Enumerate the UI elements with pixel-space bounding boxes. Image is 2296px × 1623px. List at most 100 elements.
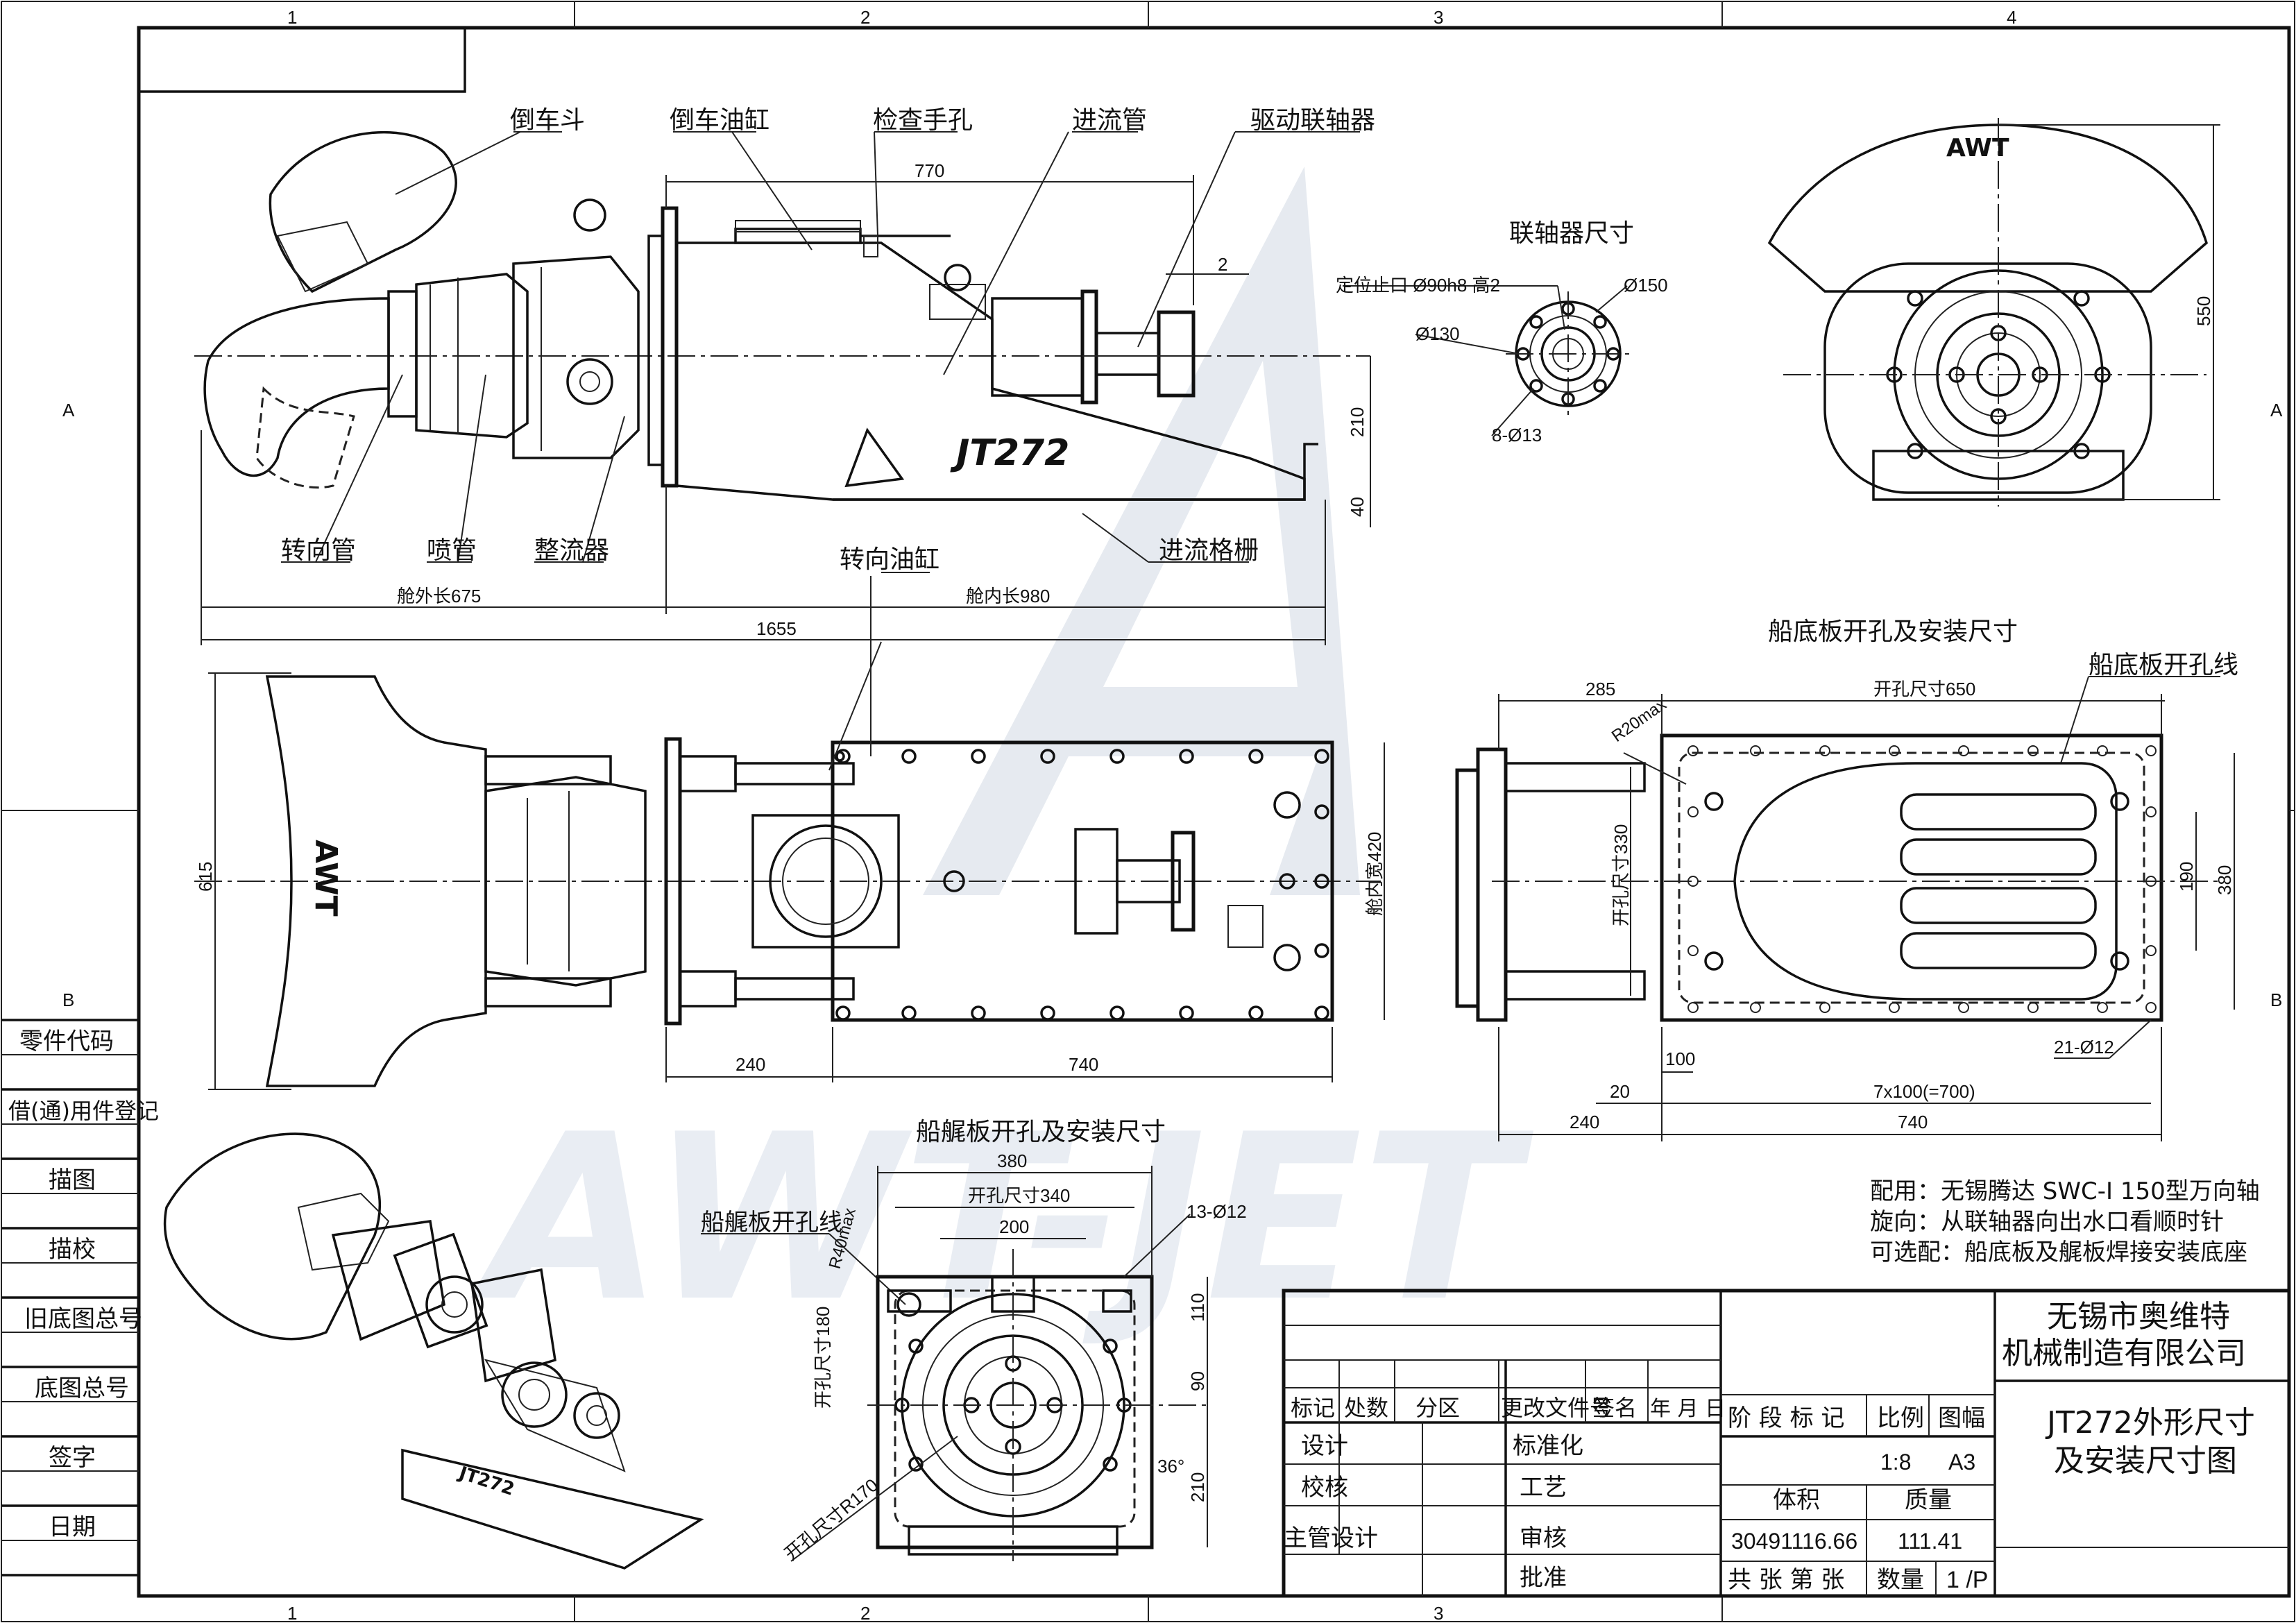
dim-90: 90	[1187, 1371, 1208, 1391]
panel-part-code: 零件代码	[19, 1028, 114, 1055]
dim-cutout-330: 开孔尺寸330	[1610, 824, 1631, 926]
plan-view: AWT 转向油缸 615	[194, 545, 1385, 1090]
label-volume: 体积	[1773, 1486, 1820, 1514]
transom-title: 船艉板开孔及安装尺寸	[916, 1118, 1166, 1146]
side-register-panel: 零件代码 借(通)用件登记 描图 描校 旧底图总号 底图总号 签字 日期	[1, 1019, 159, 1577]
dim-spigot-90: 定位止口 Ø90h8 高2	[1336, 275, 1500, 296]
dim-7x100: 7x100(=700)	[1873, 1081, 1975, 1102]
panel-base-total: 底图总号	[35, 1375, 129, 1402]
zone-label-4: 4	[2007, 7, 2016, 28]
bottom-plate-cutout-view: 船底板开孔及安装尺寸 船底板开孔线 285 开孔尺寸650 R20max	[1455, 618, 2238, 1141]
hdr-count: 处数	[1344, 1395, 1388, 1421]
dim-100: 100	[1665, 1048, 1695, 1069]
bottom-plate-outline	[1660, 733, 2163, 1022]
label-stage: 阶 段 标 记	[1728, 1404, 1844, 1432]
dim-210-transom: 210	[1187, 1472, 1208, 1502]
dim-outboard-675: 舱外长675	[397, 586, 481, 606]
label-steering-cylinder: 转向油缸	[840, 545, 939, 574]
awt-mark-front: AWT	[1946, 134, 2009, 162]
dim-615: 615	[195, 862, 216, 892]
hdr-signature: 签名	[1592, 1395, 1637, 1421]
label-reversing-bucket: 倒车斗	[510, 106, 585, 135]
awt-mark-plan: AWT	[308, 840, 343, 917]
isometric-base-plate	[401, 1448, 704, 1570]
zone-label-1-bottom: 1	[287, 1603, 297, 1623]
plate-bolt-holes	[835, 749, 1329, 1021]
steering-tube-body	[203, 297, 390, 477]
dim-cutout-180: 开孔尺寸180	[813, 1307, 833, 1409]
label-stator: 整流器	[534, 536, 609, 565]
title-block: 标记 处数 分区 更改文件号 签名 年 月 日 设计 校核 主管设计 标准化 工…	[1282, 1289, 2291, 1598]
dim-inboard-width-420: 舱内宽420	[1364, 832, 1385, 916]
dim-200: 200	[999, 1216, 1029, 1237]
dim-240-bottom: 240	[1570, 1112, 1599, 1132]
bottom-plate-cut-line	[1678, 751, 2145, 1004]
steering-cylinder-plan	[734, 762, 855, 785]
dim-550: 550	[2193, 296, 2214, 326]
dim-36-deg: 36°	[1157, 1456, 1184, 1477]
role-lead-design: 主管设计	[1284, 1524, 1378, 1552]
label-transom-line: 船艉板开孔线	[701, 1209, 842, 1237]
dim-770: 770	[915, 160, 944, 181]
reverse-cylinder-side	[734, 228, 862, 244]
company-name-line-1: 无锡市奥维特	[2047, 1299, 2230, 1334]
zone-label-b-right: B	[2270, 989, 2282, 1010]
role-check: 校核	[1301, 1474, 1348, 1502]
drawing-title-line-1: JT272外形尺寸	[2045, 1405, 2255, 1441]
value-page: 1 /P	[1946, 1567, 1988, 1593]
dim-285: 285	[1585, 679, 1615, 699]
drawing-title-line-2: 及安装尺寸图	[2054, 1443, 2237, 1479]
label-steering-tube: 转向管	[281, 536, 356, 565]
label-sheet-size: 图幅	[1938, 1404, 1985, 1432]
dim-740-bottom: 740	[1898, 1112, 1928, 1132]
role-review: 审核	[1520, 1524, 1567, 1552]
dim-240-plan: 240	[735, 1054, 765, 1075]
label-scale: 比例	[1877, 1404, 1924, 1432]
hdr-zone: 分区	[1415, 1395, 1460, 1421]
label-mass: 质量	[1905, 1486, 1952, 1514]
label-inspection-port: 检查手孔	[873, 106, 973, 135]
hdr-mark: 标记	[1291, 1395, 1335, 1421]
label-quantity: 数量	[1877, 1566, 1924, 1594]
value-sheet-size: A3	[1948, 1450, 1975, 1475]
zone-label-2-bottom: 2	[860, 1603, 870, 1623]
model-mark-iso: JT272	[455, 1463, 517, 1500]
stator-body	[512, 255, 640, 459]
transom-flange	[661, 206, 679, 488]
panel-date: 日期	[49, 1513, 96, 1541]
label-drive-coupling: 驱动联轴器	[1250, 106, 1375, 135]
company-name-line-2: 机械制造有限公司	[2002, 1336, 2246, 1371]
bottom-plate-title: 船底板开孔及安装尺寸	[1768, 618, 2018, 646]
zone-label-2: 2	[860, 7, 870, 28]
dim-210: 210	[1347, 407, 1368, 437]
dim-inboard-980: 舱内长980	[966, 586, 1050, 606]
nozzle-body	[415, 273, 529, 439]
reversing-bucket-plan	[265, 675, 487, 1087]
dim-8-holes-13: 8-Ø13	[1492, 425, 1542, 445]
value-volume: 30491116.66	[1731, 1529, 1857, 1554]
dim-40: 40	[1347, 497, 1368, 517]
dim-740-plan: 740	[1069, 1054, 1098, 1075]
intake-plate-plan	[831, 740, 1334, 1022]
dim-190: 190	[2176, 862, 2197, 892]
note-line-1: 配用：无锡腾达 SWC-I 150型万向轴	[1870, 1178, 2260, 1205]
dim-380-transom: 380	[997, 1150, 1027, 1171]
dim-1655: 1655	[756, 618, 797, 639]
hdr-date: 年 月 日	[1650, 1397, 1726, 1421]
label-reverse-cylinder: 倒车油缸	[670, 106, 769, 135]
reversing-bucket	[269, 130, 457, 294]
role-process: 工艺	[1520, 1474, 1567, 1502]
zone-label-3: 3	[1434, 7, 1443, 28]
coupling-detail-view: 联轴器尺寸 定位止口 Ø90h8 高2 Ø150 Ø130 8-Ø13	[1336, 219, 1668, 445]
panel-trace-check: 描校	[49, 1236, 96, 1264]
label-intake-grille: 进流格栅	[1159, 536, 1259, 565]
model-mark-side: JT272	[950, 432, 1069, 474]
dim-110: 110	[1187, 1293, 1208, 1322]
dim-cutout-r170: 开孔尺寸R170	[781, 1475, 883, 1565]
watermark: AWT-JET	[468, 167, 1534, 1352]
zone-label-b: B	[62, 989, 74, 1010]
dim-dia-130: Ø130	[1415, 323, 1460, 344]
role-approve: 批准	[1520, 1564, 1567, 1592]
label-nozzle: 喷管	[427, 536, 477, 565]
